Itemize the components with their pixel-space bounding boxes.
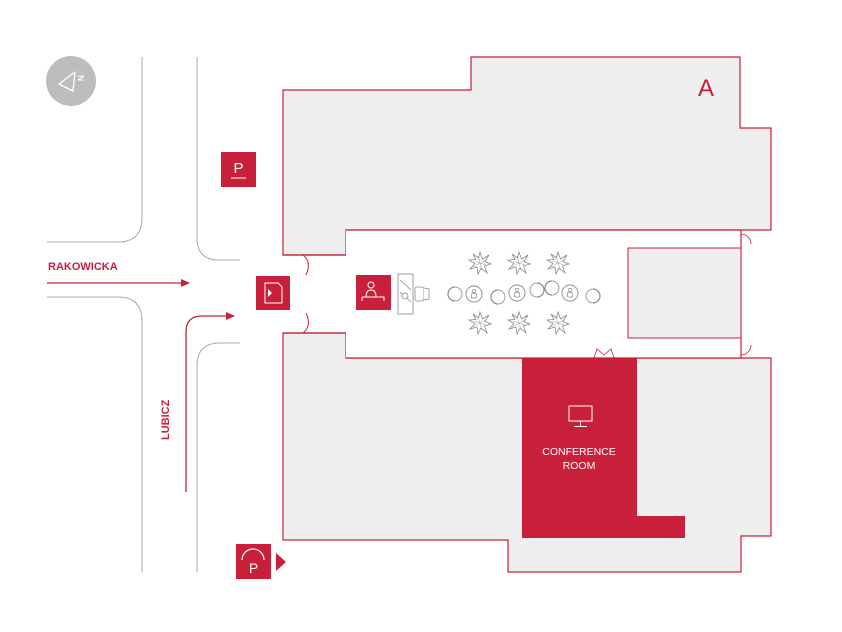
door-swing-lower — [740, 344, 752, 356]
seat-icon — [465, 285, 483, 303]
seat-icon — [561, 284, 579, 302]
roads — [47, 57, 240, 572]
compass-north-letter: N — [77, 75, 86, 81]
lubicz-arrow-head — [226, 312, 235, 320]
street-label-lubicz: LUBICZ — [160, 399, 172, 440]
conference-room-label-line1: CONFERENCE — [542, 446, 616, 458]
door-swing-upper — [740, 233, 752, 245]
compass-icon: N — [46, 56, 96, 106]
parking-icon: P — [221, 152, 256, 187]
monitor-icon — [568, 405, 593, 427]
underground-parking-icon: P — [236, 544, 286, 579]
entrance-door-icon — [256, 276, 290, 310]
side-room — [627, 247, 742, 339]
route-arrows — [47, 279, 235, 492]
conference-room-label-line2: ROOM — [563, 460, 596, 472]
parking-letter: P — [233, 160, 243, 177]
entrance-doors — [302, 254, 309, 334]
seat-icon — [508, 284, 526, 302]
underground-parking-letter: P — [249, 560, 258, 576]
entrance-corridor — [283, 254, 346, 334]
reception-desk — [397, 273, 430, 315]
room-door-swing — [593, 348, 615, 359]
lubicz-arrow — [185, 315, 227, 492]
street-label-rakowicka: RAKOWICKA — [48, 261, 118, 273]
reception-icon — [356, 275, 391, 310]
rakowicka-arrow-head — [181, 279, 190, 287]
building-label: A — [698, 75, 714, 102]
conference-room: CONFERENCE ROOM — [522, 358, 685, 538]
